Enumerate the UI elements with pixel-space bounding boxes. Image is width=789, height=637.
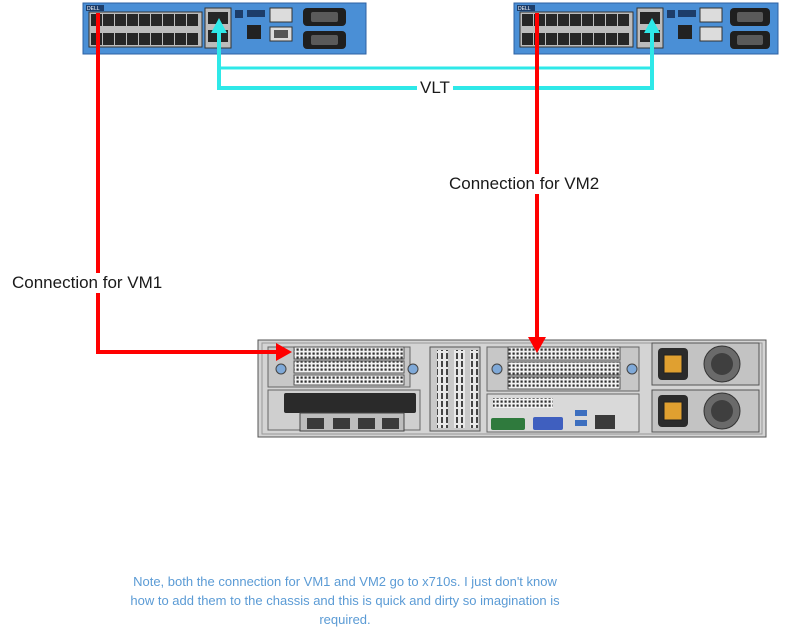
switch-right: DELL xyxy=(513,2,779,55)
switch-brand-logo: DELL xyxy=(518,6,531,12)
server-chassis xyxy=(257,339,767,438)
vlt-arrowheads xyxy=(211,18,660,33)
note-text: Note, both the connection for VM1 and VM… xyxy=(130,574,560,627)
switch-brand-logo: DELL xyxy=(87,6,100,12)
vlt-label: VLT xyxy=(417,78,453,98)
vm1-connection-label: Connection for VM1 xyxy=(10,273,165,293)
vm2-connection-label: Connection for VM2 xyxy=(447,174,602,194)
vm1-link xyxy=(96,13,292,361)
